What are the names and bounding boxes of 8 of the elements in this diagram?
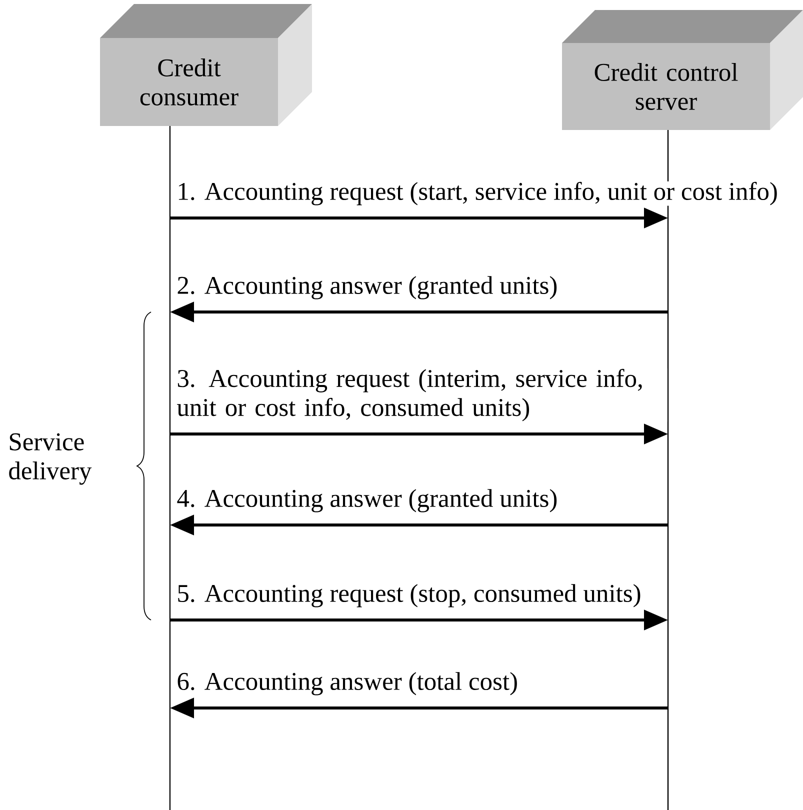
- message-label: 3. Accounting request (interim, service info, unit or cost info, consumed units): [177, 368, 642, 422]
- message-label: 4. Accounting answer (granted units): [177, 489, 557, 512]
- participant-box: Credit consumer: [100, 4, 312, 126]
- message-label: 5. Accounting request (stop, consumed units): [178, 584, 640, 608]
- message-label: 1. Accounting request (start, service info, unit or cost info): [178, 182, 777, 206]
- message-label: 2. Accounting answer (granted units): [178, 276, 557, 300]
- message-label: 6. Accounting answer (total cost): [178, 672, 517, 696]
- participant-box: Credit control server: [562, 10, 803, 130]
